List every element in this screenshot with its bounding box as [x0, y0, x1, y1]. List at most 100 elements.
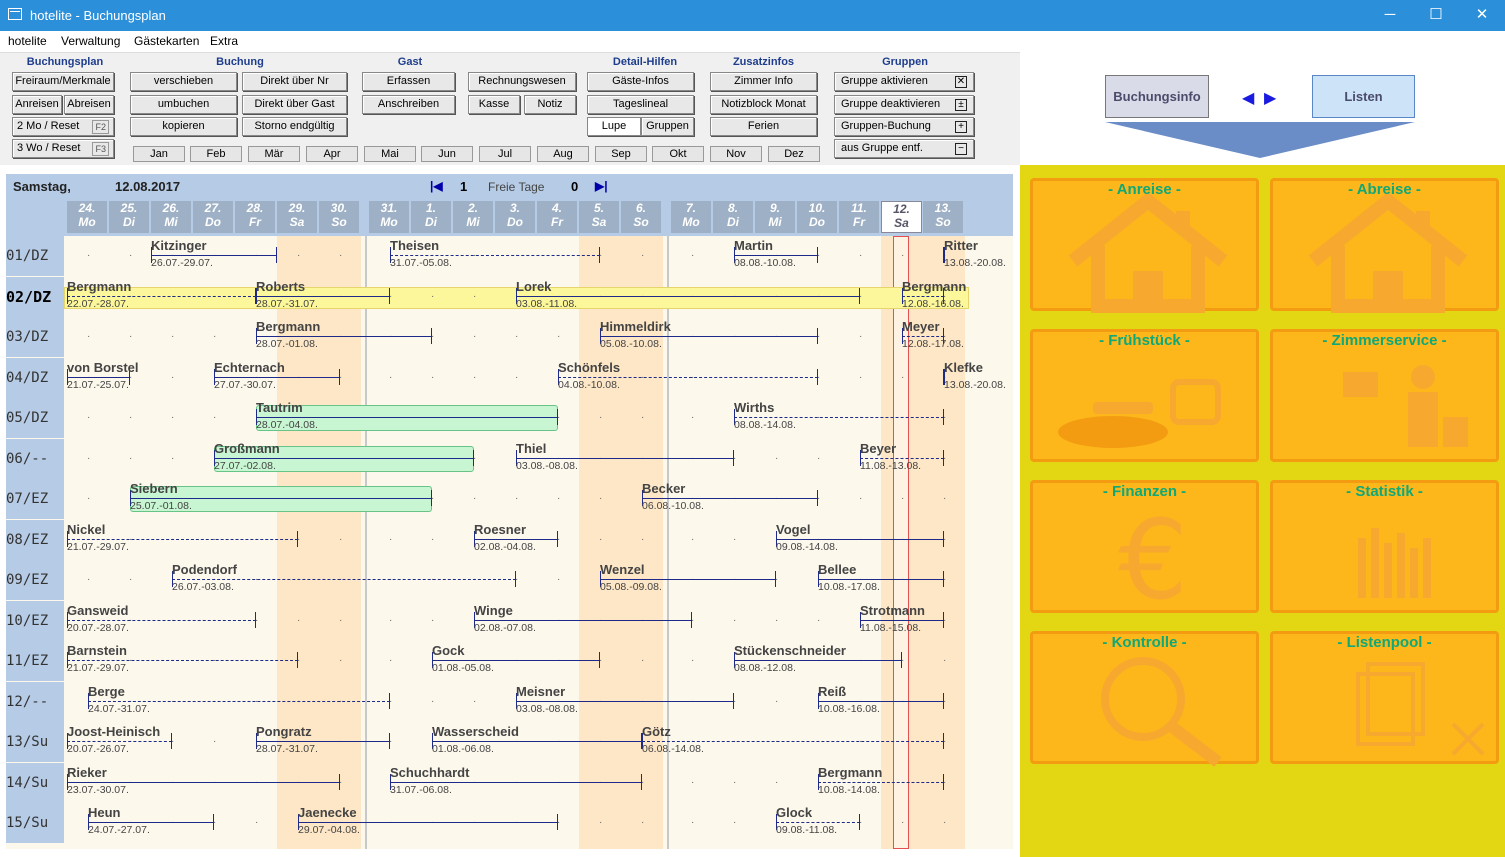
- booking-bar[interactable]: Götz06.08.-14.08.: [642, 722, 944, 762]
- rechnungswesen-button[interactable]: Rechnungswesen: [468, 72, 576, 91]
- month-button-apr[interactable]: Apr: [306, 146, 358, 162]
- gaeste-infos-button[interactable]: Gäste-Infos: [587, 72, 694, 91]
- gruppen-buchung-button[interactable]: Gruppen-Buchung+: [834, 117, 974, 136]
- day-header[interactable]: 12.Sa: [881, 201, 922, 233]
- anschreiben-button[interactable]: Anschreiben: [362, 95, 455, 114]
- booking-bar[interactable]: Tautrim28.07.-04.08.: [256, 398, 558, 438]
- booking-bar[interactable]: Bergmann10.08.-14.08.: [818, 763, 944, 803]
- day-header[interactable]: 2.Mi: [453, 201, 494, 233]
- tile-anreise[interactable]: - Anreise -: [1030, 178, 1259, 311]
- booking-bar[interactable]: Kitzinger26.07.-29.07.: [151, 236, 277, 276]
- booking-bar[interactable]: Martin08.08.-10.08.: [734, 236, 818, 276]
- day-header[interactable]: 28.Fr: [235, 201, 276, 233]
- room-label[interactable]: 15/Su: [6, 803, 64, 843]
- day-header[interactable]: 30.So: [319, 201, 360, 233]
- room-label[interactable]: 05/DZ: [6, 398, 64, 438]
- gruppen-toggle-button[interactable]: Gruppen: [641, 117, 694, 136]
- month-button-mai[interactable]: Mai: [364, 146, 416, 162]
- booking-bar[interactable]: Großmann27.07.-02.08.: [214, 439, 474, 479]
- booking-bar[interactable]: Berge24.07.-31.07.: [88, 682, 390, 722]
- day-header[interactable]: 4.Fr: [537, 201, 578, 233]
- day-header[interactable]: 10.Do: [797, 201, 838, 233]
- direkt-ueber-nr-button[interactable]: Direkt über Nr: [242, 72, 347, 91]
- booking-bar[interactable]: Bergmann28.07.-01.08.: [256, 317, 432, 357]
- month-button-jun[interactable]: Jun: [421, 146, 473, 162]
- booking-bar[interactable]: Barnstein21.07.-29.07.: [67, 641, 298, 681]
- menu-hotelite[interactable]: hotelite: [8, 34, 47, 48]
- booking-bar[interactable]: Becker06.08.-10.08.: [642, 479, 818, 519]
- room-label[interactable]: 02/DZ: [6, 277, 64, 317]
- month-button-sep[interactable]: Sep: [595, 146, 647, 162]
- booking-bar[interactable]: Bergmann22.07.-28.07.: [67, 277, 256, 317]
- storno-button[interactable]: Storno endgültig: [242, 117, 347, 136]
- month-button-feb[interactable]: Feb: [190, 146, 242, 162]
- day-header[interactable]: 26.Mi: [151, 201, 192, 233]
- room-label[interactable]: 10/EZ: [6, 601, 64, 641]
- tile-abreise[interactable]: - Abreise -: [1270, 178, 1499, 311]
- booking-bar[interactable]: Siebern25.07.-01.08.: [130, 479, 432, 519]
- booking-bar[interactable]: Joost-Heinisch20.07.-26.07.: [67, 722, 172, 762]
- abreisen-button[interactable]: Abreisen: [64, 95, 114, 114]
- notiz-button[interactable]: Notiz: [524, 95, 576, 114]
- menu-extra[interactable]: Extra: [210, 34, 238, 48]
- kopieren-button[interactable]: kopieren: [130, 117, 237, 136]
- booking-bar[interactable]: Gansweid20.07.-28.07.: [67, 601, 256, 641]
- close-button[interactable]: ✕: [1472, 6, 1492, 24]
- booking-bar[interactable]: Bergmann12.08.-16.08.: [902, 277, 944, 317]
- booking-bar[interactable]: Meyer12.08.-17.08.: [902, 317, 944, 357]
- kasse-button[interactable]: Kasse: [468, 95, 520, 114]
- ferien-button[interactable]: Ferien: [710, 117, 817, 136]
- booking-bar[interactable]: Lorek03.08.-11.08.: [516, 277, 860, 317]
- arrow-right-icon[interactable]: ▶: [1264, 88, 1276, 108]
- room-label[interactable]: 07/EZ: [6, 479, 64, 519]
- booking-bar[interactable]: Echternach27.07.-30.07.: [214, 358, 340, 398]
- booking-bar[interactable]: Strotmann11.08.-15.08.: [860, 601, 944, 641]
- day-header[interactable]: 25.Di: [109, 201, 150, 233]
- booking-bar[interactable]: Jaenecke29.07.-04.08.: [298, 803, 558, 843]
- first-page-icon[interactable]: |◀: [430, 179, 443, 193]
- day-header[interactable]: 13.So: [923, 201, 964, 233]
- booking-bar[interactable]: Wasserscheid01.08.-06.08.: [432, 722, 642, 762]
- zimmer-info-button[interactable]: Zimmer Info: [710, 72, 817, 91]
- booking-bar[interactable]: Nickel21.07.-29.07.: [67, 520, 298, 560]
- day-header[interactable]: 7.Mo: [671, 201, 712, 233]
- day-header[interactable]: 1.Di: [411, 201, 452, 233]
- booking-bar[interactable]: Pongratz28.07.-31.07.: [256, 722, 390, 762]
- room-label[interactable]: 11/EZ: [6, 641, 64, 681]
- booking-bar[interactable]: Vogel09.08.-14.08.: [776, 520, 944, 560]
- month-button-nov[interactable]: Nov: [710, 146, 762, 162]
- anreisen-button[interactable]: Anreisen: [12, 95, 62, 114]
- room-label[interactable]: 01/DZ: [6, 236, 64, 276]
- verschieben-button[interactable]: verschieben: [130, 72, 237, 91]
- month-button-okt[interactable]: Okt: [652, 146, 704, 162]
- booking-bar[interactable]: Podendorf26.07.-03.08.: [172, 560, 516, 600]
- day-header[interactable]: 5.Sa: [579, 201, 620, 233]
- booking-bar[interactable]: Bellee10.08.-17.08.: [818, 560, 944, 600]
- umbuchen-button[interactable]: umbuchen: [130, 95, 237, 114]
- booking-bar[interactable]: Wirths08.08.-14.08.: [734, 398, 944, 438]
- booking-bar[interactable]: von Borstel21.07.-25.07.: [67, 358, 130, 398]
- three-week-reset-button[interactable]: 3 Wo / ResetF3: [12, 139, 114, 158]
- listen-button[interactable]: Listen: [1312, 75, 1415, 118]
- month-button-jul[interactable]: Jul: [479, 146, 531, 162]
- booking-bar[interactable]: Gock01.08.-05.08.: [432, 641, 600, 681]
- tile-finanzen[interactable]: €- Finanzen -: [1030, 480, 1259, 613]
- day-header[interactable]: 27.Do: [193, 201, 234, 233]
- booking-bar[interactable]: Rieker23.07.-30.07.: [67, 763, 340, 803]
- booking-bar[interactable]: Roberts28.07.-31.07.: [256, 277, 390, 317]
- tile-listenpool[interactable]: - Listenpool -: [1270, 631, 1499, 764]
- menu-verwaltung[interactable]: Verwaltung: [61, 34, 120, 48]
- maximize-button[interactable]: ☐: [1426, 6, 1446, 24]
- booking-bar[interactable]: Schuchhardt31.07.-06.08.: [390, 763, 642, 803]
- month-button-jan[interactable]: Jan: [133, 146, 185, 162]
- direkt-ueber-gast-button[interactable]: Direkt über Gast: [242, 95, 347, 114]
- two-month-reset-button[interactable]: 2 Mo / ResetF2: [12, 117, 114, 136]
- freiraum-merkmale-button[interactable]: Freiraum/Merkmale: [12, 72, 114, 91]
- day-header[interactable]: 31.Mo: [369, 201, 410, 233]
- last-page-icon[interactable]: ▶|: [595, 179, 608, 193]
- day-header[interactable]: 9.Mi: [755, 201, 796, 233]
- room-label[interactable]: 08/EZ: [6, 520, 64, 560]
- booking-bar[interactable]: Heun24.07.-27.07.: [88, 803, 214, 843]
- room-label[interactable]: 12/--: [6, 682, 64, 722]
- booking-bar[interactable]: Glock09.08.-11.08.: [776, 803, 860, 843]
